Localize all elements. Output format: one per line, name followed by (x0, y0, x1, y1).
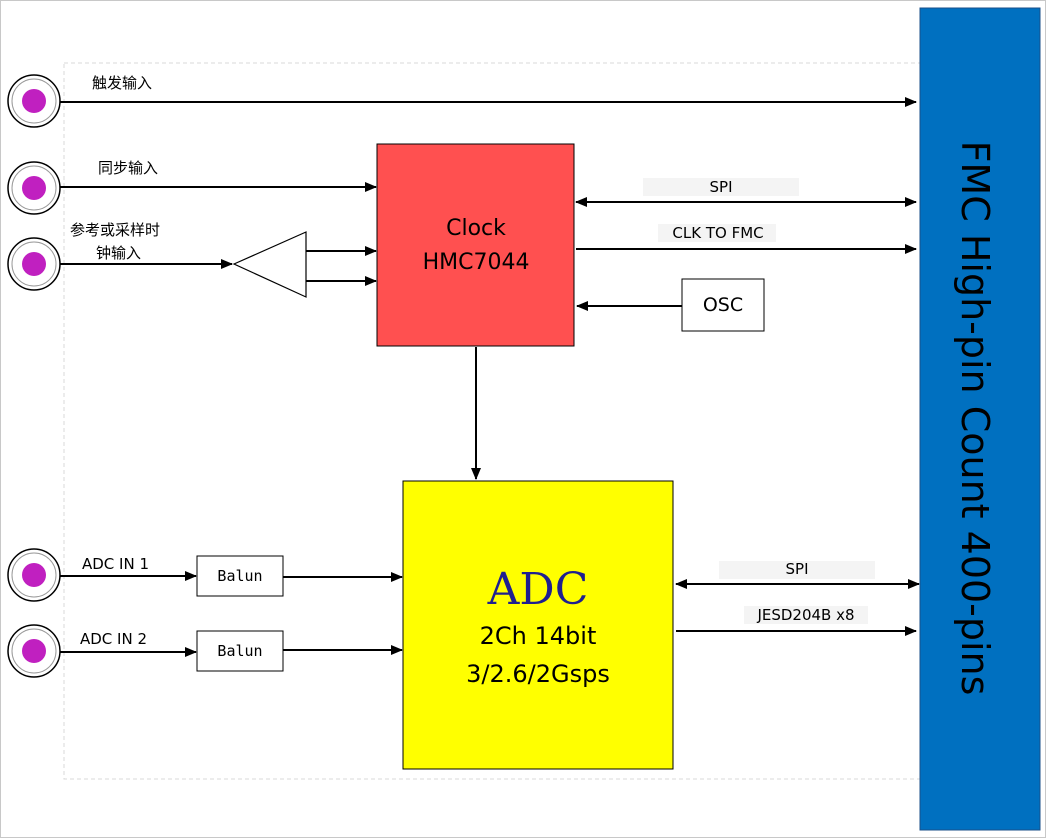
connector-ref-clock (7, 237, 61, 291)
clock-buffer-triangle (232, 231, 307, 298)
connector-center-dot (22, 639, 46, 663)
adc-in1-label: ADC IN 1 (82, 555, 149, 573)
connector-trigger (7, 74, 61, 128)
osc-block (681, 278, 765, 332)
sync-label: 同步输入 (98, 159, 158, 177)
spi-clock-label: SPI (710, 178, 733, 196)
adc-spec-2: 3/2.6/2Gsps (466, 660, 610, 688)
adc-spec-1: 2Ch 14bit (480, 622, 597, 650)
adc-title: ADC (487, 564, 589, 615)
connector-adc-in1 (7, 548, 61, 602)
connector-center-dot (22, 89, 46, 113)
fmc-label: FMC High-pin Count 400-pins (953, 141, 997, 696)
board-outline (63, 62, 923, 780)
connector-center-dot (22, 252, 46, 276)
jesd-label-bg (744, 606, 868, 624)
ref-clock-label-1: 参考或采样时 (70, 221, 160, 239)
adc-in2-label: ADC IN 2 (80, 630, 147, 648)
clock-title: Clock (446, 216, 506, 241)
adc-block (402, 480, 674, 770)
ref-clock-label-2: 钟输入 (96, 244, 141, 262)
trigger-label: 触发输入 (92, 74, 152, 92)
connector-adc-in2 (7, 624, 61, 678)
clk-to-fmc-label-bg (658, 224, 776, 242)
connector-center-dot (22, 563, 46, 587)
fmc-connector (919, 7, 1041, 831)
connector-sync (7, 161, 61, 215)
balun-1-label: Balun (217, 567, 262, 585)
spi-adc-label: SPI (786, 560, 809, 578)
clk-to-fmc-label: CLK TO FMC (672, 224, 763, 242)
osc-label: OSC (703, 294, 743, 316)
clock-hmc7044-block (376, 143, 575, 347)
jesd-label: JESD204B x8 (756, 606, 854, 624)
clock-part-number: HMC7044 (423, 250, 530, 275)
balun-2-label: Balun (217, 642, 262, 660)
connector-center-dot (22, 176, 46, 200)
spi-clock-label-bg (643, 178, 799, 196)
spi-adc-label-bg (719, 561, 875, 579)
balun-1-block (196, 555, 284, 597)
